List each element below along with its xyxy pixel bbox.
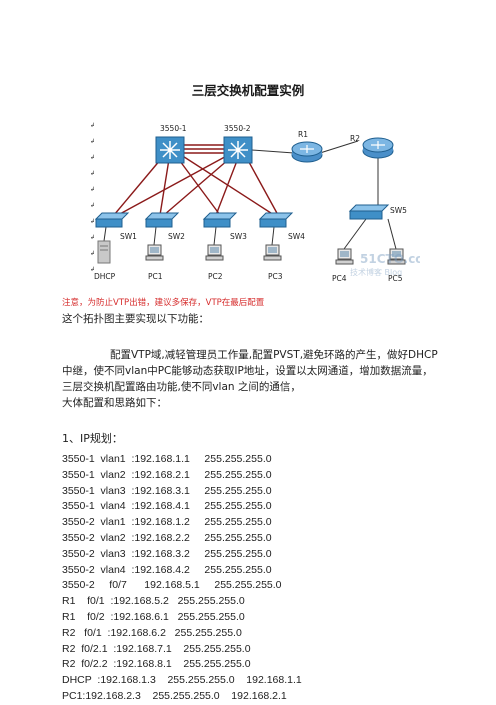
watermark-line1: 51CTO.com [360, 252, 420, 266]
ip-plan-entry: 3550-1 vlan2 :192.168.2.1 255.255.255.0 [62, 468, 272, 481]
pc-3-label: PC3 [268, 272, 283, 281]
ip-plan-entry: 3550-1 vlan4 :192.168.4.1 255.255.255.0 [62, 500, 272, 513]
ip-plan-list: 3550-1 vlan1 :192.168.1.1 255.255.255.0 3… [62, 452, 302, 705]
dhcp-server-label: DHCP [94, 272, 116, 281]
ip-plan-entry: 3550-2 f0/7 192.168.5.1 255.255.255.0 [62, 579, 282, 592]
svg-text:↲: ↲ [90, 250, 95, 257]
section-heading: 1、IP规划： [62, 432, 123, 445]
svg-text:↲: ↲ [90, 186, 95, 193]
access-switch-4: SW4 [258, 212, 305, 241]
pc-1-label: PC1 [148, 272, 163, 281]
svg-text:↲: ↲ [90, 218, 95, 225]
access-switch-2-label: SW2 [168, 232, 185, 241]
pc-3: PC3 [263, 244, 283, 281]
margin-marks: ↲ ↲ ↲ ↲ ↲ ↲ ↲ ↲ ↲ ↲ [90, 122, 95, 273]
body-paragraph: 配置VTP域,减轻管理员工作量,配置PVST,避免环路的产生，做好DHCP中继，… [62, 349, 438, 393]
access-switch-3-label: SW3 [230, 232, 247, 241]
ip-plan-entry: R1 f0/1 :192.168.5.2 255.255.255.0 [62, 595, 245, 608]
access-switch-4-label: SW4 [288, 232, 305, 241]
watermark: 51CTO.com 技术博客 Blog [350, 252, 420, 277]
access-switch-3: SW3 [202, 212, 247, 241]
svg-text:↲: ↲ [90, 138, 95, 145]
core-switch-2: 3550-2 [223, 124, 253, 164]
ip-plan-entry: 3550-1 vlan1 :192.168.1.1 255.255.255.0 [62, 453, 272, 465]
dhcp-server: DHCP [94, 240, 116, 281]
access-switch-1: SW1 [94, 212, 137, 241]
access-switch-2: SW2 [144, 212, 185, 241]
trunk-links [113, 144, 279, 216]
ip-plan-entry: 3550-2 vlan2 :192.168.2.2 255.255.255.0 [62, 531, 272, 544]
pc-2-label: PC2 [208, 272, 223, 281]
access-switch-5-label: SW5 [390, 206, 407, 215]
svg-text:↲: ↲ [90, 154, 95, 161]
core-switch-1: 3550-1 [155, 124, 187, 164]
page-title: 三层交换机配置实例 [191, 83, 305, 98]
svg-text:↲: ↲ [90, 266, 95, 273]
pc-1: PC1 [145, 244, 164, 281]
pc-5-label: PC5 [388, 274, 403, 283]
router-r2: R2 [350, 134, 394, 159]
pc-5: PC5 [387, 248, 406, 283]
svg-text:↲: ↲ [90, 170, 95, 177]
svg-text:↲: ↲ [90, 202, 95, 209]
router-r1: R1 [291, 130, 323, 163]
core-switch-1-label: 3550-1 [160, 124, 187, 133]
pc-4-label: PC4 [332, 274, 347, 283]
ip-plan-entry: R2 f0/2.1 :192.168.7.1 255.255.255.0 [62, 642, 251, 655]
ip-plan-entry: 3550-2 vlan3 :192.168.3.2 255.255.255.0 [62, 547, 272, 560]
ip-plan-entry: R2 f0/2.2 :192.168.8.1 255.255.255.0 [62, 658, 251, 671]
access-switch-5: SW5 [348, 204, 407, 220]
ip-plan-entry: R1 f0/2 :192.168.6.1 255.255.255.0 [62, 610, 245, 623]
ip-plan-entry: 3550-1 vlan3 :192.168.3.1 255.255.255.0 [62, 484, 272, 497]
watermark-line2: 技术博客 Blog [350, 267, 402, 277]
svg-text:↲: ↲ [90, 234, 95, 241]
pc-4: PC4 [332, 248, 354, 283]
outline-text: 大体配置和思路如下： [62, 397, 167, 409]
ip-plan-entry: PC1:192.168.2.3 255.255.255.0 192.168.2.… [62, 689, 287, 702]
network-topology-diagram: ↲ ↲ ↲ ↲ ↲ ↲ ↲ ↲ ↲ ↲ [90, 122, 420, 283]
router-r1-label: R1 [298, 130, 308, 139]
intro-text: 这个拓扑图主要实现以下功能： [62, 313, 209, 325]
svg-text:↲: ↲ [90, 122, 95, 129]
vtp-warning-note: 注意，为防止VTP出错，建议多保存，VTP在最后配置 [62, 298, 265, 308]
pc-2: PC2 [205, 244, 224, 281]
core-switch-2-label: 3550-2 [224, 124, 251, 133]
ip-plan-entry: DHCP :192.168.1.3 255.255.255.0 192.168.… [62, 674, 302, 687]
ip-plan-entry: R2 f0/1 :192.168.6.2 255.255.255.0 [62, 626, 242, 639]
access-switch-1-label: SW1 [120, 232, 137, 241]
router-r2-label: R2 [350, 134, 360, 143]
ip-plan-entry: 3550-2 vlan1 :192.168.1.2 255.255.255.0 [62, 516, 272, 529]
access-links [103, 140, 397, 250]
ip-plan-entry: 3550-2 vlan4 :192.168.4.2 255.255.255.0 [62, 563, 272, 576]
